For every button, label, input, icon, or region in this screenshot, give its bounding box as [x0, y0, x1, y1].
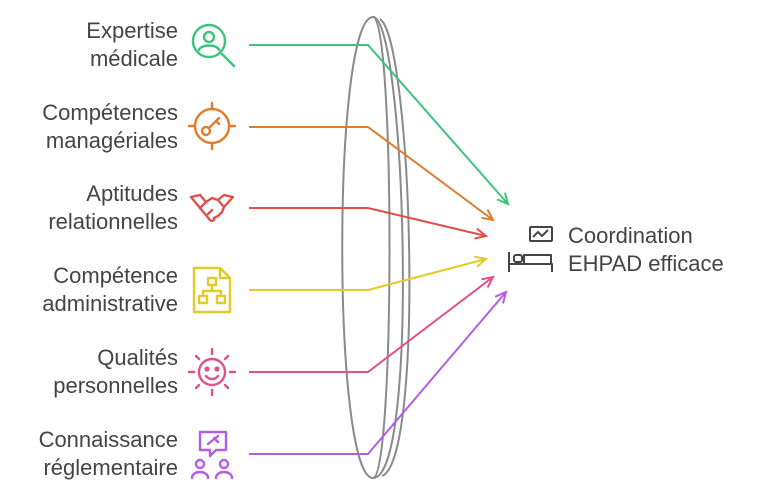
org-chart-document-icon: [186, 264, 238, 316]
connector-line: [249, 126, 494, 221]
bed-icon: [508, 252, 553, 272]
handshake-icon: [186, 182, 238, 234]
doctor-search-icon: [186, 18, 238, 70]
connector-line: [249, 291, 507, 455]
connector-line: [249, 258, 487, 291]
connector-line: [249, 207, 487, 237]
target-key-icon: [186, 100, 238, 152]
lens: [341, 15, 411, 480]
connector-line: [249, 276, 494, 373]
arrow-head: [496, 192, 510, 206]
arrow-head: [474, 228, 489, 240]
arrow-head: [481, 209, 495, 222]
smiley-sun-icon: [186, 346, 238, 398]
arrow-head: [474, 255, 489, 268]
output-icons: [506, 224, 554, 276]
people-regulation-icon: [186, 428, 238, 480]
arrow-head: [494, 290, 508, 304]
chart-frame-icon: [529, 226, 553, 242]
arrow-head: [481, 275, 495, 288]
connector-line: [249, 44, 509, 205]
connector-lines: [249, 44, 510, 455]
